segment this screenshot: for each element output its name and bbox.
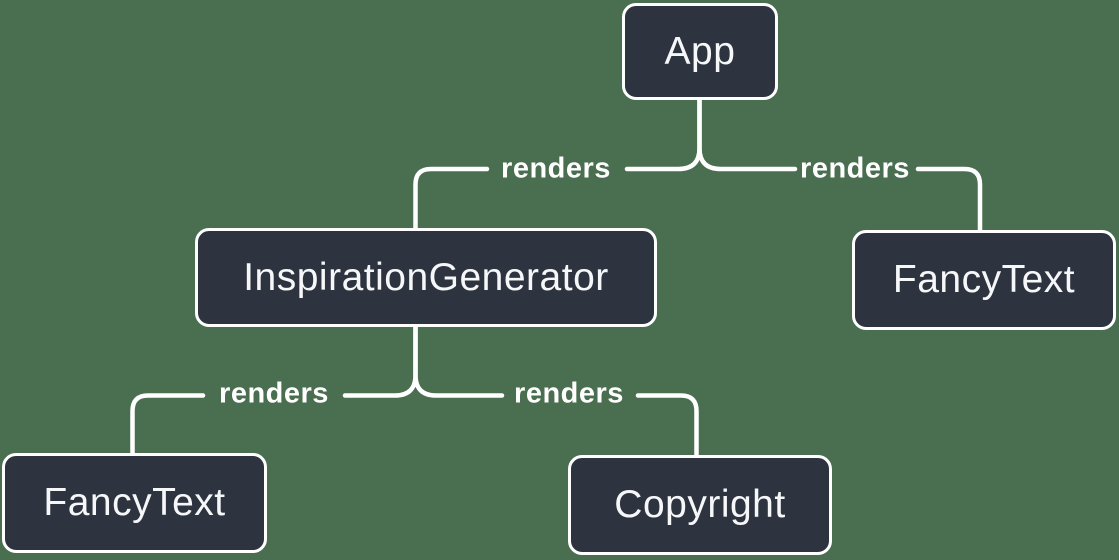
edge-ig-to-fancy-text-left: [342, 323, 418, 398]
edge-app-to-inspiration-generator-elbow: [413, 166, 490, 233]
node-app-label: App: [664, 29, 736, 73]
node-copyright-label: Copyright: [614, 483, 786, 526]
node-fancy-text-left: FancyText: [2, 453, 267, 553]
edge-ig-to-copyright-elbow: [635, 393, 699, 460]
edge-label-renders: renders: [800, 152, 910, 185]
edge-app-to-fancy-text-elbow: [915, 166, 983, 235]
edge-label-renders: renders: [514, 377, 624, 410]
node-copyright: Copyright: [568, 455, 832, 555]
edge-label-renders: renders: [501, 152, 611, 185]
node-app: App: [622, 3, 778, 100]
node-inspiration-generator: InspirationGenerator: [195, 228, 657, 327]
node-inspiration-generator-label: InspirationGenerator: [243, 255, 609, 299]
edge-ig-to-fancy-text-elbow: [130, 393, 206, 458]
edge-ig-to-copyright-right: [413, 323, 505, 398]
node-fancy-text-right-label: FancyText: [892, 258, 1076, 301]
node-fancy-text-right: FancyText: [852, 230, 1116, 330]
edge-app-to-inspiration-generator-left: [624, 96, 702, 172]
edge-app-to-fancy-text-right: [697, 96, 798, 172]
edge-label-renders: renders: [219, 377, 329, 410]
node-fancy-text-left-label: FancyText: [43, 481, 226, 524]
